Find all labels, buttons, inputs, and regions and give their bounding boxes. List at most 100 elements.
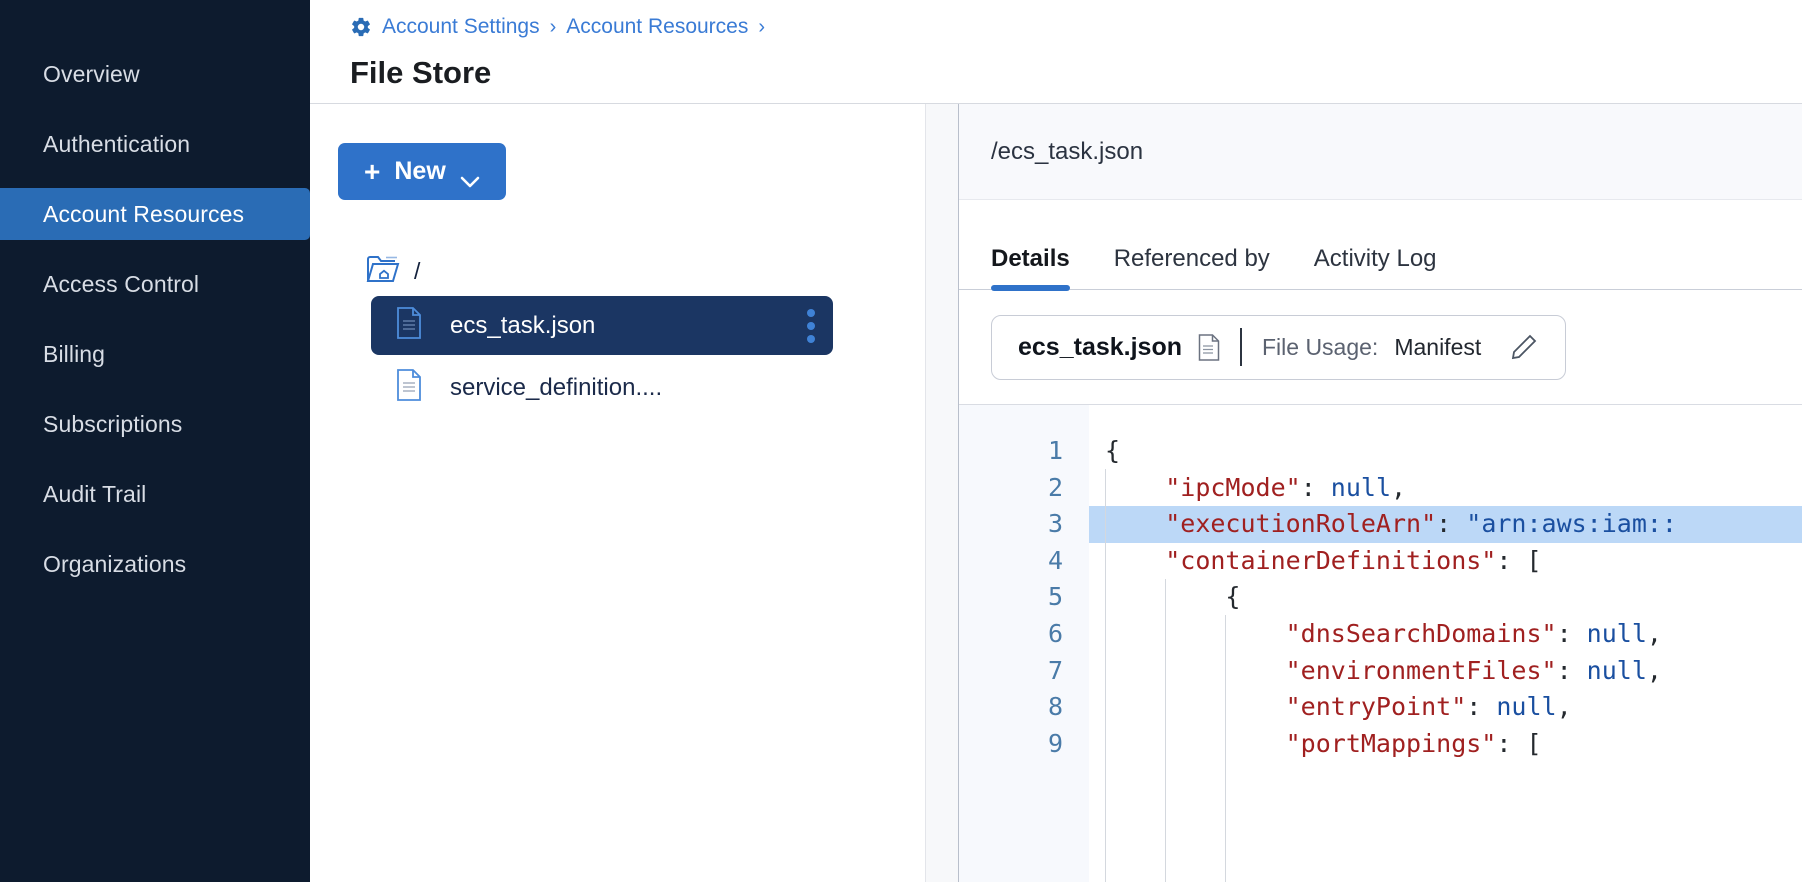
- line-number: 7: [1047, 655, 1063, 685]
- code-token: "dnsSearchDomains": [1285, 618, 1557, 648]
- code-line[interactable]: "containerDefinitions": [: [1089, 543, 1802, 580]
- file-usage-label: File Usage:: [1262, 333, 1379, 360]
- breadcrumb-link-account-resources[interactable]: Account Resources: [566, 15, 749, 38]
- file-name-label: ecs_task.json: [450, 311, 596, 339]
- indent-guide: [1105, 469, 1106, 882]
- gear-icon: [350, 16, 372, 38]
- code-token: :: [1466, 692, 1497, 722]
- line-number: 6: [1047, 618, 1063, 648]
- code-token: :: [1300, 472, 1331, 502]
- breadcrumb-separator: ›: [549, 15, 557, 38]
- code-line[interactable]: {: [1089, 579, 1802, 616]
- line-number: 3: [1047, 509, 1063, 539]
- code-line[interactable]: "ipcMode": null,: [1089, 470, 1802, 507]
- line-number: 9: [1047, 728, 1063, 758]
- chevron-down-icon: [460, 166, 480, 187]
- code-token: "executionRoleArn": [1165, 509, 1437, 539]
- code-token: ,: [1391, 472, 1407, 502]
- code-token: : [: [1496, 545, 1542, 575]
- file-usage-chip[interactable]: ecs_task.json File Usage: Manifest: [991, 314, 1567, 380]
- tree-root-folder[interactable]: /: [338, 249, 925, 293]
- code-token: null: [1330, 472, 1392, 502]
- indent-guide: [1165, 579, 1166, 882]
- code-token: "ipcMode": [1165, 472, 1301, 502]
- code-token: "arn:aws:iam::: [1466, 509, 1677, 539]
- tab-label: Referenced by: [1113, 245, 1270, 272]
- tree-root-label: /: [414, 257, 421, 284]
- code-token: ,: [1556, 692, 1572, 722]
- code-token: : [: [1496, 728, 1542, 758]
- code-token: [1105, 546, 1165, 575]
- sidebar-item-label: Billing: [43, 340, 106, 367]
- json-file-icon: [396, 369, 422, 406]
- sidebar-item-organizations[interactable]: Organizations: [0, 538, 310, 590]
- file-usage-zone: ecs_task.json File Usage: Manifest: [959, 290, 1802, 405]
- code-token: "containerDefinitions": [1165, 545, 1497, 575]
- sidebar-item-subscriptions[interactable]: Subscriptions: [0, 398, 310, 450]
- file-name-label: service_definition....: [450, 373, 663, 401]
- folder-home-icon: [366, 254, 400, 289]
- tab-activity-log[interactable]: Activity Log: [1314, 245, 1437, 289]
- page-title: File Store: [350, 55, 492, 90]
- sidebar-item-label: Overview: [43, 60, 140, 87]
- code-line[interactable]: "entryPoint": null,: [1089, 689, 1802, 726]
- new-button[interactable]: + New: [338, 143, 506, 200]
- indent-guide: [1225, 615, 1226, 882]
- chip-divider: [1240, 328, 1242, 366]
- sidebar-item-authentication[interactable]: Authentication: [0, 118, 310, 170]
- code-line[interactable]: "portMappings": [: [1089, 726, 1802, 763]
- sidebar-item-label: Access Control: [43, 270, 200, 297]
- file-detail-pane: /ecs_task.json Details Referenced by Act…: [959, 104, 1802, 882]
- file-tree-item-service-definition[interactable]: service_definition....: [371, 358, 833, 417]
- code-token: {: [1105, 436, 1121, 465]
- code-token: [1105, 656, 1286, 685]
- code-content[interactable]: { "ipcMode": null, "executionRoleArn": "…: [1089, 405, 1802, 882]
- line-number: 5: [1047, 582, 1063, 612]
- tab-label: Activity Log: [1313, 245, 1437, 272]
- plus-icon: +: [364, 155, 381, 187]
- code-line[interactable]: "environmentFiles": null,: [1089, 653, 1802, 690]
- line-number: 8: [1047, 692, 1063, 722]
- sidebar: Overview Authentication Account Resource…: [0, 0, 310, 882]
- code-line[interactable]: "executionRoleArn": "arn:aws:iam::: [1089, 506, 1802, 543]
- tab-details[interactable]: Details: [991, 245, 1070, 291]
- code-token: [1105, 619, 1286, 648]
- code-token: null: [1496, 692, 1557, 722]
- sidebar-item-label: Organizations: [43, 550, 187, 577]
- breadcrumb: Account Settings › Account Resources ›: [350, 6, 1802, 48]
- code-token: null: [1586, 655, 1647, 685]
- chip-file-name: ecs_task.json: [1018, 332, 1182, 361]
- code-token: :: [1436, 509, 1467, 539]
- code-token: "portMappings": [1285, 728, 1497, 758]
- file-usage-value: Manifest: [1394, 333, 1482, 360]
- sidebar-item-label: Subscriptions: [43, 410, 183, 437]
- detail-tabs: Details Referenced by Activity Log: [959, 200, 1802, 291]
- sidebar-item-billing[interactable]: Billing: [0, 328, 310, 380]
- breadcrumb-link-account-settings[interactable]: Account Settings: [382, 15, 540, 38]
- line-number: 2: [1047, 472, 1063, 502]
- breadcrumb-separator: ›: [758, 15, 766, 38]
- kebab-menu-icon[interactable]: [807, 308, 815, 343]
- code-token: {: [1105, 582, 1241, 612]
- code-line[interactable]: "dnsSearchDomains": null,: [1089, 616, 1802, 653]
- sidebar-item-account-resources[interactable]: Account Resources: [0, 188, 310, 240]
- sidebar-item-overview[interactable]: Overview: [0, 48, 310, 100]
- sidebar-item-label: Account Resources: [43, 200, 245, 227]
- sidebar-item-audit-trail[interactable]: Audit Trail: [0, 468, 310, 520]
- sidebar-item-access-control[interactable]: Access Control: [0, 258, 310, 310]
- tab-referenced-by[interactable]: Referenced by: [1114, 245, 1270, 289]
- file-tree-pane: + New: [310, 104, 925, 882]
- document-icon: [1198, 333, 1220, 361]
- code-token: "environmentFiles": [1285, 655, 1557, 685]
- code-line[interactable]: {: [1089, 433, 1802, 470]
- file-tree-item-ecs-task[interactable]: ecs_task.json: [371, 296, 833, 355]
- code-token: [1105, 473, 1165, 502]
- code-token: null: [1586, 618, 1647, 648]
- code-token: [1105, 729, 1286, 758]
- pane-splitter[interactable]: [925, 104, 959, 882]
- json-file-icon: [396, 307, 422, 344]
- pencil-icon[interactable]: [1509, 332, 1539, 362]
- sidebar-item-label: Authentication: [43, 130, 191, 157]
